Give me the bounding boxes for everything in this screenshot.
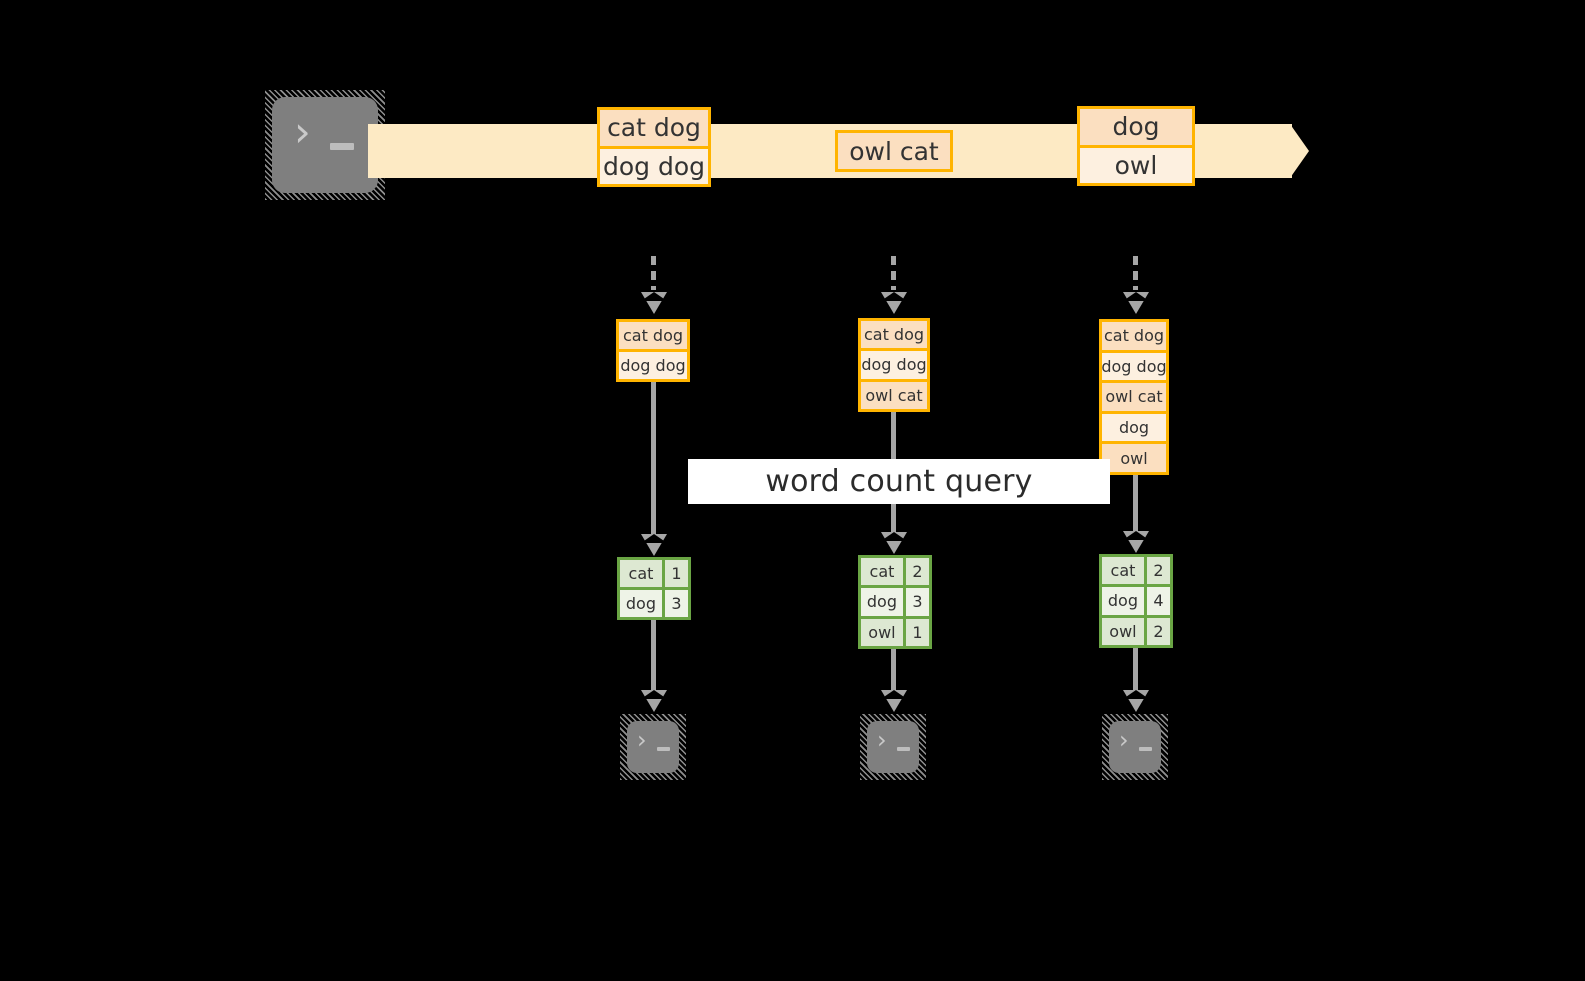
- result-count: 2: [912, 562, 923, 582]
- result-word: cat: [1102, 557, 1147, 585]
- result-count: 1: [671, 564, 682, 583]
- source-terminal-icon[interactable]: ›: [265, 90, 385, 200]
- query-connector-1: [651, 382, 656, 537]
- terminal-screen: ›: [867, 721, 919, 773]
- snapshot-row: owl cat: [861, 378, 927, 409]
- sink-terminal-icon-3[interactable]: ›: [1102, 714, 1168, 780]
- snapshot-feed-arrowhead-3: [1123, 292, 1149, 314]
- snapshot-row: dog: [1102, 410, 1166, 442]
- result-word: owl: [861, 618, 906, 646]
- snapshot-row: dog dog: [619, 349, 687, 379]
- terminal-prompt-chevron: ›: [294, 107, 311, 156]
- result-count: 3: [671, 594, 682, 613]
- snapshot-table-2[interactable]: cat dog dog dog owl cat: [858, 318, 930, 412]
- result-row: owl 2: [1102, 614, 1170, 645]
- stream-message-line: cat dog: [600, 110, 708, 146]
- snapshot-row: owl: [1102, 441, 1166, 472]
- snapshot-row: owl cat: [1102, 380, 1166, 411]
- query-arrowhead-1: [641, 534, 667, 556]
- snapshot-feed-connector-1: [651, 256, 656, 290]
- result-table-2[interactable]: cat 2 dog 3 owl 1: [858, 555, 932, 649]
- terminal-screen: ›: [1109, 721, 1161, 773]
- terminal-prompt-chevron: ›: [1119, 726, 1129, 754]
- result-word: owl: [1102, 617, 1147, 645]
- snapshot-table-1[interactable]: cat dog dog dog: [616, 319, 690, 382]
- sink-arrowhead-1: [641, 690, 667, 712]
- terminal-cursor: [897, 747, 910, 751]
- sink-arrowhead-2: [881, 690, 907, 712]
- result-row: cat 1: [620, 560, 688, 587]
- result-word: cat: [861, 558, 906, 586]
- result-row: cat 2: [1102, 557, 1170, 585]
- result-word: dog: [620, 590, 665, 617]
- query-label: word count query: [688, 459, 1110, 504]
- result-count: 4: [1153, 591, 1164, 611]
- snapshot-feed-arrowhead-1: [641, 292, 667, 314]
- sink-terminal-icon-2[interactable]: ›: [860, 714, 926, 780]
- result-count: 3: [912, 592, 923, 612]
- stream-message-line: dog: [1080, 109, 1192, 145]
- result-word: dog: [1102, 587, 1147, 615]
- terminal-cursor: [657, 747, 670, 751]
- sink-arrowhead-3: [1123, 690, 1149, 712]
- snapshot-row: cat dog: [619, 322, 687, 349]
- query-connector-3: [1133, 475, 1138, 535]
- stream-message-3[interactable]: dog owl: [1077, 106, 1195, 186]
- snapshot-feed-arrowhead-2: [881, 292, 907, 314]
- stream-message-line: owl cat: [838, 133, 950, 169]
- sink-connector-2: [891, 649, 896, 692]
- snapshot-row: cat dog: [1102, 322, 1166, 350]
- snapshot-feed-connector-2: [891, 256, 896, 290]
- result-table-3[interactable]: cat 2 dog 4 owl 2: [1099, 554, 1173, 648]
- stream-message-line: owl: [1080, 144, 1192, 183]
- snapshot-table-3[interactable]: cat dog dog dog owl cat dog owl: [1099, 319, 1169, 475]
- terminal-prompt-chevron: ›: [877, 726, 887, 754]
- result-row: dog 3: [620, 587, 688, 617]
- result-row: owl 1: [861, 615, 929, 646]
- stream-message-1[interactable]: cat dog dog dog: [597, 107, 711, 187]
- result-word: cat: [620, 560, 665, 587]
- terminal-screen: ›: [272, 97, 378, 193]
- sink-connector-3: [1133, 648, 1138, 692]
- snapshot-row: dog dog: [861, 348, 927, 379]
- result-row: cat 2: [861, 558, 929, 586]
- result-count: 1: [912, 622, 923, 642]
- snapshot-row: dog dog: [1101, 349, 1167, 381]
- result-count: 2: [1153, 621, 1164, 641]
- stream-message-line: dog dog: [600, 145, 708, 184]
- result-word: dog: [861, 588, 906, 616]
- stream-message-2[interactable]: owl cat: [835, 130, 953, 172]
- terminal-screen: ›: [627, 721, 679, 773]
- terminal-prompt-chevron: ›: [637, 726, 647, 754]
- result-count: 2: [1153, 561, 1164, 581]
- result-row: dog 4: [1102, 584, 1170, 615]
- terminal-cursor: [1139, 747, 1152, 751]
- sink-connector-1: [651, 620, 656, 692]
- snapshot-row: cat dog: [861, 321, 927, 349]
- snapshot-feed-connector-3: [1133, 256, 1138, 290]
- result-table-1[interactable]: cat 1 dog 3: [617, 557, 691, 620]
- event-stream-arrowhead: [1290, 124, 1309, 178]
- terminal-cursor: [330, 143, 354, 150]
- sink-terminal-icon-1[interactable]: ›: [620, 714, 686, 780]
- query-arrowhead-2: [881, 532, 907, 554]
- result-row: dog 3: [861, 585, 929, 616]
- query-arrowhead-3: [1123, 531, 1149, 553]
